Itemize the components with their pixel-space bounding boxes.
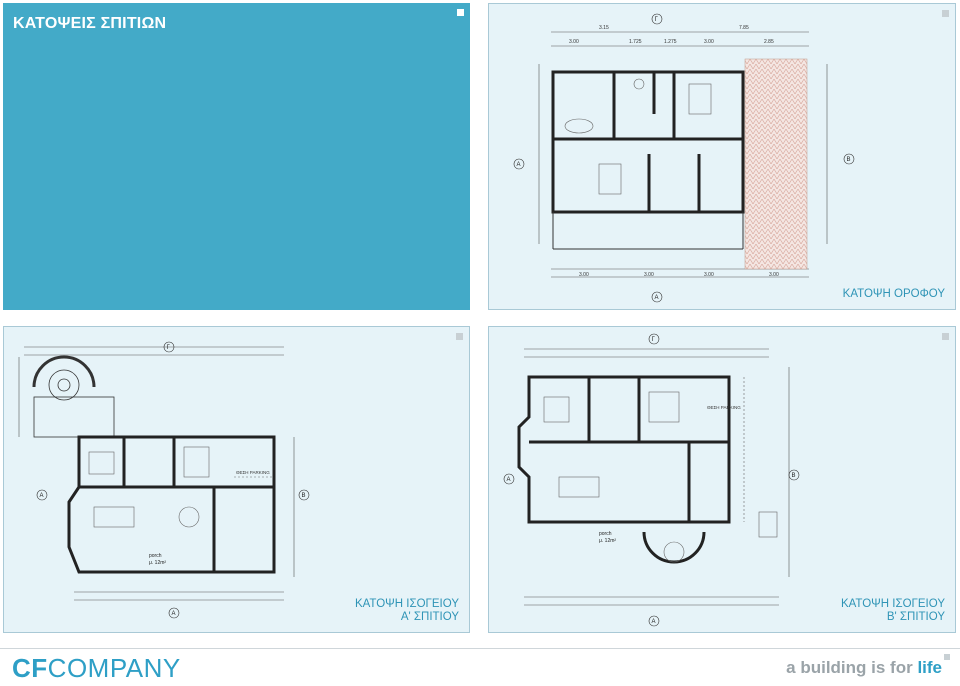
dim-top-5: 1.275 — [664, 39, 677, 45]
ground-a-drawing: ΘΕΣΗ PARKING porch μ. 12m² A B Γ A — [18, 341, 310, 619]
section-b-right: B — [847, 157, 851, 163]
dim-top-2: 7.85 — [739, 25, 749, 31]
cover-panel: ΚΑΤΟΨΕΙΣ ΣΠΙΤΙΩΝ — [3, 3, 470, 310]
parking-label-a: ΘΕΣΗ PARKING — [236, 470, 270, 475]
corner-square-icon — [457, 9, 464, 16]
upper-floor-drawing: 3.15 7.85 3.00 1.725 1.275 3.00 2.85 3.0… — [513, 13, 855, 303]
corner-square-icon — [456, 333, 463, 340]
floor-plan-ground-b[interactable]: ΘΕΣΗ PARKING porch μ. 12m² A B Γ A ΚΑΤΟΨ… — [488, 326, 956, 633]
cover-title: ΚΑΤΟΨΕΙΣ ΣΠΙΤΙΩΝ — [13, 15, 167, 32]
dim-bot-4: 3.00 — [769, 272, 779, 278]
plan-caption-upper: ΚΑΤΟΨΗ ΟΡΟΦΟΥ — [842, 288, 945, 300]
section-a-bottom-ga: A — [172, 611, 176, 617]
section-a-bottom: A — [655, 295, 659, 301]
dim-bot-2: 3.00 — [644, 272, 654, 278]
porch-label-a: porch — [149, 553, 162, 559]
logo-company: COMPANY — [47, 653, 181, 683]
corner-square-icon — [942, 10, 949, 17]
parking-label-b: ΘΕΣΗ PARKING — [707, 405, 741, 410]
tagline-main: a building is for — [786, 658, 918, 677]
section-a-bottom-gb: A — [652, 619, 656, 625]
plan-caption-ground-a-2: Α' ΣΠΙΤΙΟΥ — [400, 611, 459, 623]
corner-square-icon — [942, 333, 949, 340]
corner-square-icon — [944, 654, 950, 660]
tagline: a building is for life — [786, 658, 942, 678]
section-a-left-gb: A — [507, 477, 511, 483]
porch-area-b: μ. 12m² — [599, 538, 616, 544]
section-g-top-ga: Γ — [167, 345, 171, 351]
company-logo[interactable]: CFCOMPANY — [12, 653, 181, 684]
section-g-top-gb: Γ — [652, 337, 656, 343]
logo-cf: CF — [12, 653, 48, 683]
tagline-accent: life — [917, 658, 942, 677]
plan-caption-ground-b-1: ΚΑΤΟΨΗ ΙΣΟΓΕΙΟΥ — [840, 598, 945, 610]
dim-top-3: 3.00 — [569, 39, 579, 45]
section-b-right-ga: B — [302, 493, 306, 499]
dim-top-7: 2.85 — [764, 39, 774, 45]
dim-bot-3: 3.00 — [704, 272, 714, 278]
porch-area-a: μ. 12m² — [149, 560, 166, 566]
footer-bar: CFCOMPANY a building is for life — [0, 648, 960, 686]
floor-plan-upper[interactable]: 3.15 7.85 3.00 1.725 1.275 3.00 2.85 3.0… — [488, 3, 956, 310]
section-g-top: Γ — [655, 17, 659, 23]
dim-top-4: 1.725 — [629, 39, 642, 45]
dim-top-6: 3.00 — [704, 39, 714, 45]
plan-caption-ground-a-1: ΚΑΤΟΨΗ ΙΣΟΓΕΙΟΥ — [354, 598, 459, 610]
section-a-left: A — [517, 162, 521, 168]
dim-top-1: 3.15 — [599, 25, 609, 31]
section-a-left-ga: A — [40, 493, 44, 499]
floor-plan-ground-a[interactable]: ΘΕΣΗ PARKING porch μ. 12m² A B Γ A ΚΑΤΟΨ… — [3, 326, 470, 633]
ground-b-drawing: ΘΕΣΗ PARKING porch μ. 12m² A B Γ A — [503, 333, 800, 627]
section-b-right-gb: B — [792, 473, 796, 479]
dim-bot-1: 3.00 — [579, 272, 589, 278]
plan-caption-ground-b-2: Β' ΣΠΙΤΙΟΥ — [886, 611, 945, 623]
porch-label-b: porch — [599, 531, 612, 537]
